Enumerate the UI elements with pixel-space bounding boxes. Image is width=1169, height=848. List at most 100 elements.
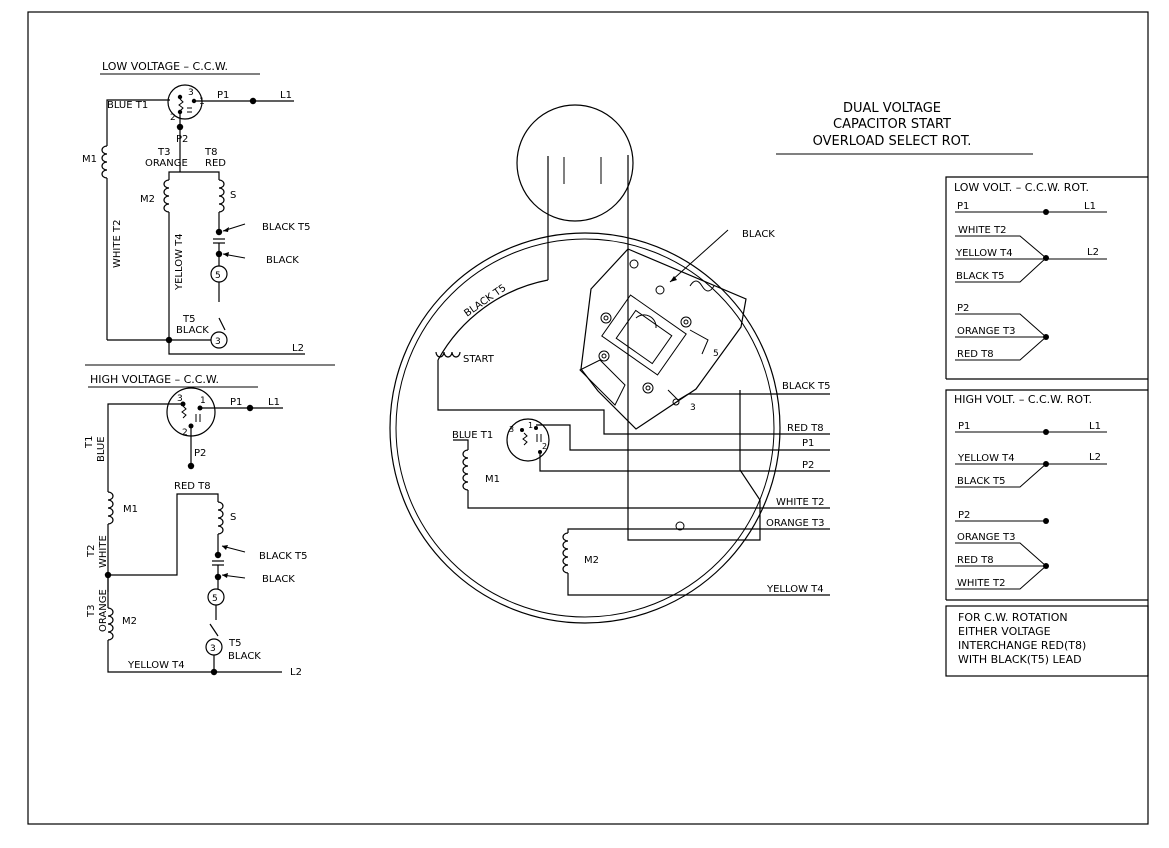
high-p2-label: P2 <box>194 448 206 459</box>
low-p1-label: P1 <box>217 90 229 101</box>
high-terminal-3: 3 <box>177 394 183 404</box>
low-terminal-2: 2 <box>170 113 176 123</box>
low-table-l1: L1 <box>1084 201 1096 212</box>
low-blue-t1-label: BLUE T1 <box>107 100 148 111</box>
low-switch-5-label: 5 <box>215 271 221 281</box>
high-white-label: WHITE <box>98 535 109 568</box>
high-voltage-heading: HIGH VOLTAGE – C.C.W. <box>90 373 219 386</box>
high-m1-label: M1 <box>123 504 138 515</box>
title-block: DUAL VOLTAGE CAPACITOR START OVERLOAD SE… <box>776 101 1033 155</box>
low-m1-coil <box>101 145 108 179</box>
low-s-label: S <box>230 190 236 201</box>
title-line-2: CAPACITOR START <box>833 117 951 132</box>
high-table-l1: L1 <box>1089 421 1101 432</box>
motor-black-t5-label: BLACK T5 <box>782 381 831 392</box>
high-table-black-t5: BLACK T5 <box>957 476 1006 487</box>
note-line-4: WITH BLACK(T5) LEAD <box>958 653 1082 666</box>
motor-black-label: BLACK <box>742 229 775 240</box>
high-table-heading: HIGH VOLT. – C.C.W. ROT. <box>954 393 1092 406</box>
motor-terminal-1-label: 1 <box>528 421 533 430</box>
high-table-p1: P1 <box>958 421 970 432</box>
low-p2-label: P2 <box>176 134 188 145</box>
motor-black-t5-arc-label: BLACK T5 <box>462 283 508 320</box>
motor-housing-outer <box>389 232 781 624</box>
low-t5-label: T5 <box>182 314 195 325</box>
motor-orange-t3-label: ORANGE T3 <box>766 518 824 529</box>
note-line-1: FOR C.W. ROTATION <box>958 611 1068 624</box>
low-table-l2: L2 <box>1087 247 1099 258</box>
start-winding-coil <box>435 351 461 358</box>
conduit-box-circle <box>516 104 634 222</box>
title-line-3: OVERLOAD SELECT ROT. <box>813 134 972 149</box>
overload-switch <box>579 248 747 430</box>
high-blue-label: BLUE <box>96 436 107 462</box>
high-black-t5-label: BLACK T5 <box>259 551 308 562</box>
high-table-red-t8: RED T8 <box>957 555 994 566</box>
note-line-3: INTERCHANGE RED(T8) <box>958 639 1086 652</box>
high-m2-coil <box>107 607 114 641</box>
motor-terminal-2-label: 2 <box>542 442 547 451</box>
low-table-p1: P1 <box>957 201 969 212</box>
high-table-orange-t3: ORANGE T3 <box>957 532 1015 543</box>
low-black-t5-label: BLACK T5 <box>262 222 311 233</box>
high-m1-coil <box>107 491 114 525</box>
low-terminal-3: 3 <box>188 88 194 98</box>
high-l1-label: L1 <box>268 397 280 408</box>
sheet-border <box>27 11 1149 825</box>
low-m2-coil <box>163 179 170 213</box>
high-p1-label: P1 <box>230 397 242 408</box>
low-table-orange-t3: ORANGE T3 <box>957 326 1015 337</box>
title-line-1: DUAL VOLTAGE <box>843 101 941 116</box>
high-table-l2: L2 <box>1089 452 1101 463</box>
high-table-p2: P2 <box>958 510 970 521</box>
motor-p2-label: P2 <box>802 460 814 471</box>
low-table-white-t2: WHITE T2 <box>958 225 1006 236</box>
low-white-t2-label: WHITE T2 <box>112 220 123 268</box>
low-volt-connection-table: LOW VOLT. – C.C.W. ROT. P1 L1 WHITE T2 Y… <box>945 176 1148 380</box>
low-voltage-schematic: LOW VOLTAGE – C.C.W. 3 1 2 P1 L1 BLUE T1… <box>82 60 311 355</box>
rotation-note: FOR C.W. ROTATION EITHER VOLTAGE INTERCH… <box>945 605 1149 677</box>
motor-m2-coil <box>562 532 569 574</box>
low-l2-label: L2 <box>292 343 304 354</box>
low-yellow-t4-label: YELLOW T4 <box>174 233 185 291</box>
high-terminal-2: 2 <box>182 428 188 438</box>
low-black-label: BLACK <box>266 255 299 266</box>
low-m2-label: M2 <box>140 194 155 205</box>
low-black2-label: BLACK <box>176 325 209 336</box>
motor-m1-label: M1 <box>485 474 500 485</box>
low-terminal-board <box>167 84 203 120</box>
low-table-p2: P2 <box>957 303 969 314</box>
note-line-2: EITHER VOLTAGE <box>958 625 1051 638</box>
low-voltage-heading: LOW VOLTAGE – C.C.W. <box>102 60 228 73</box>
low-table-yellow-t4: YELLOW T4 <box>955 248 1013 259</box>
motor-housing-inner <box>395 238 775 618</box>
high-table-yellow-t4: YELLOW T4 <box>957 453 1015 464</box>
motor-yellow-t4-label: YELLOW T4 <box>766 584 824 595</box>
high-s-coil <box>217 501 224 535</box>
high-voltage-schematic: HIGH VOLTAGE – C.C.W. 3 1 2 P1 L1 T1 BLU… <box>84 373 308 678</box>
low-red-label: RED <box>205 158 226 169</box>
motor-m2-label: M2 <box>584 555 599 566</box>
high-black-label: BLACK <box>262 574 295 585</box>
high-terminal-3b-label: 3 <box>210 644 216 654</box>
low-terminal-1: 1 <box>199 97 205 107</box>
motor-terminal-3b-label: 3 <box>509 425 514 434</box>
motor-red-t8-label: RED T8 <box>787 423 824 434</box>
motor-terminal-5-label: 5 <box>713 349 719 359</box>
high-black2-label: BLACK <box>228 651 261 662</box>
low-l1-node <box>249 97 257 105</box>
high-terminal-1: 1 <box>200 396 206 406</box>
high-red-t8-label: RED T8 <box>174 481 211 492</box>
motor-terminal-3-label: 3 <box>690 403 696 413</box>
high-t3-label: T3 <box>86 605 97 618</box>
low-table-red-t8: RED T8 <box>957 349 994 360</box>
motor-blue-t1-label: BLUE T1 <box>452 430 493 441</box>
high-table-white-t2: WHITE T2 <box>957 578 1005 589</box>
low-m1-label: M1 <box>82 154 97 165</box>
high-l2-label: L2 <box>290 667 302 678</box>
motor-start-label: START <box>463 354 495 365</box>
high-orange-label: ORANGE <box>98 589 109 632</box>
high-t2-label: T2 <box>86 545 97 558</box>
